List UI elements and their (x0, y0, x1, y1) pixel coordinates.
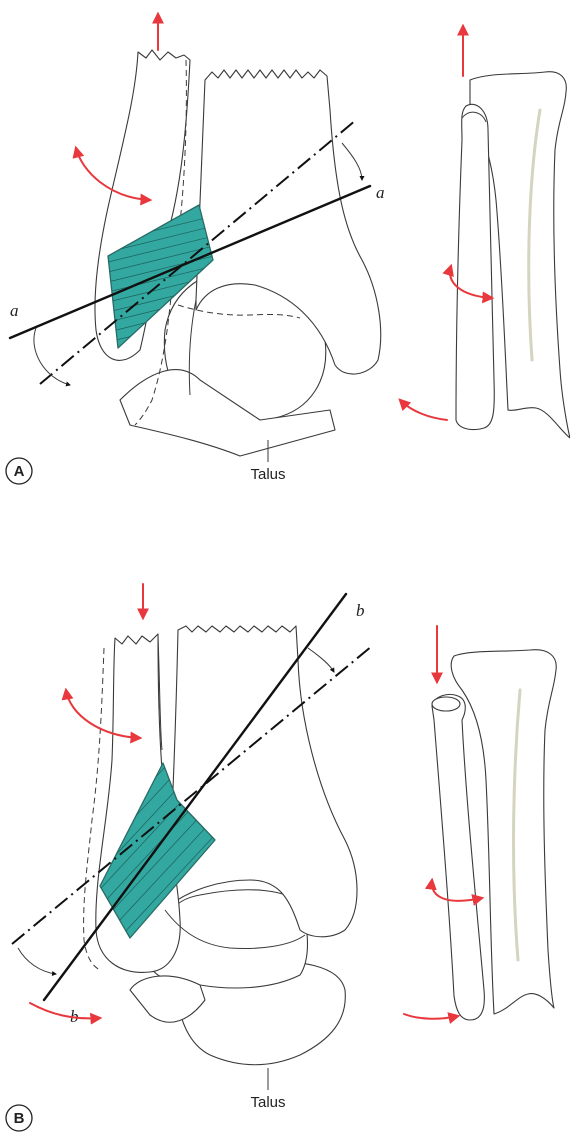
axis-label-a-right: a (376, 183, 385, 202)
fibula-side-b (432, 694, 484, 1020)
fibula-side-a (456, 104, 494, 429)
red-curve-arrow-side-a (400, 400, 447, 420)
panel-b-frontal-view: b b (12, 584, 372, 1065)
panel-badge-a-text: A (14, 463, 25, 480)
angle-arc-b-left (18, 948, 56, 974)
panel-a-frontal-view: a a (10, 14, 385, 456)
panel-a-side-view (400, 26, 570, 438)
axis-label-b-right: b (356, 601, 365, 620)
red-curve-arrow-b (30, 1003, 100, 1018)
talus-label-b: Talus (250, 1094, 285, 1111)
angle-arc-b-right (308, 648, 334, 672)
panel-badge-b-text: B (14, 1110, 25, 1127)
talus-label-a: Talus (250, 466, 285, 483)
panel-b: b b Talus B (6, 584, 556, 1131)
red-curve-arrow-side-b (404, 1014, 458, 1019)
panel-badge-b: B (6, 1105, 32, 1131)
panel-b-side-view (404, 626, 556, 1020)
panel-badge-a: A (6, 458, 32, 484)
fibula-side-head-b (432, 697, 460, 711)
angle-arc-a-right (342, 143, 362, 180)
panel-a: a a Talus A (6, 14, 570, 484)
axis-label-a-left: a (10, 301, 19, 320)
angle-arc-a-left (34, 328, 70, 385)
